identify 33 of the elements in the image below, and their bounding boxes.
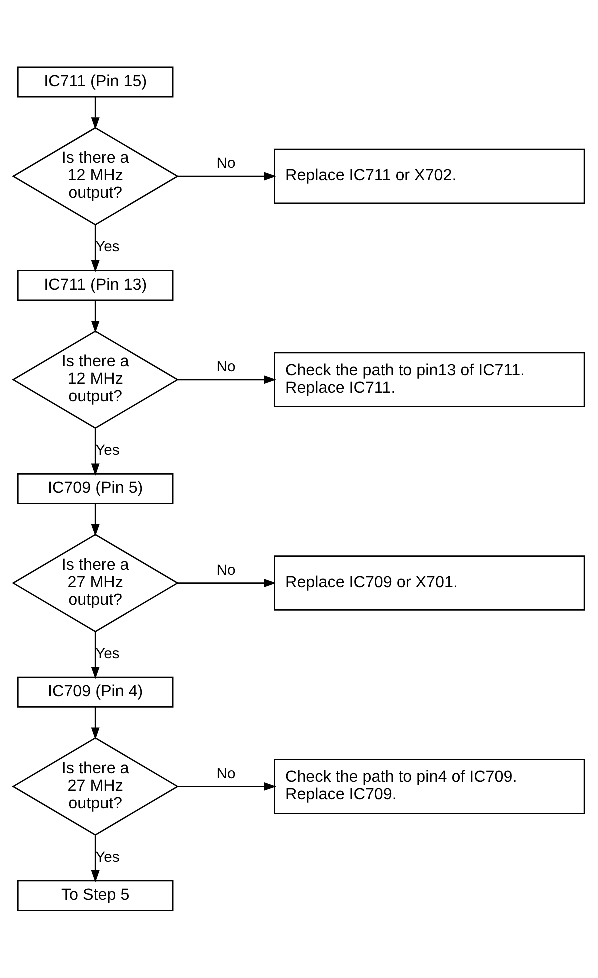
edge-label: No [216,562,236,579]
node-box: Replace IC711 or X702. [274,148,586,204]
arrow [91,428,100,476]
edge-label: No [216,360,236,376]
node-box: Check the path to pin4 of IC709. Replace IC709. [274,759,586,814]
node-box: Replace IC709 or X701. [274,556,586,611]
node-diamond: Is there a 27 MHz output? [12,737,180,836]
node-box: IC709 (Pin 5) [17,474,174,504]
edge-label: No [216,766,236,782]
arrow [91,97,100,130]
node-box: IC711 (Pin 13) [17,270,174,302]
node-box: IC711 (Pin 15) [17,66,174,98]
edge-label: No [216,156,236,172]
node-diamond: Is there a 12 MHz output? [12,127,180,226]
arrow [178,782,276,791]
arrow [178,579,276,588]
arrow [91,836,100,883]
arrow [91,632,100,680]
node-diamond: Is there a 27 MHz output? [12,534,180,633]
arrow [178,172,276,181]
node-box: To Step 5 [17,880,174,912]
arrow [91,300,100,334]
node-box: Check the path to pin13 of IC711. Replace IC711. [274,352,586,408]
node-box: IC709 (Pin 4) [17,676,174,708]
node-diamond: Is there a 12 MHz output? [12,330,180,430]
edge-label: Yes [96,850,120,866]
edge-label: Yes [96,646,120,662]
arrow [91,225,100,272]
arrow [91,707,100,740]
edge-label: Yes [96,240,120,256]
arrow [178,376,276,384]
arrow [91,504,100,536]
edge-label: Yes [96,443,120,460]
